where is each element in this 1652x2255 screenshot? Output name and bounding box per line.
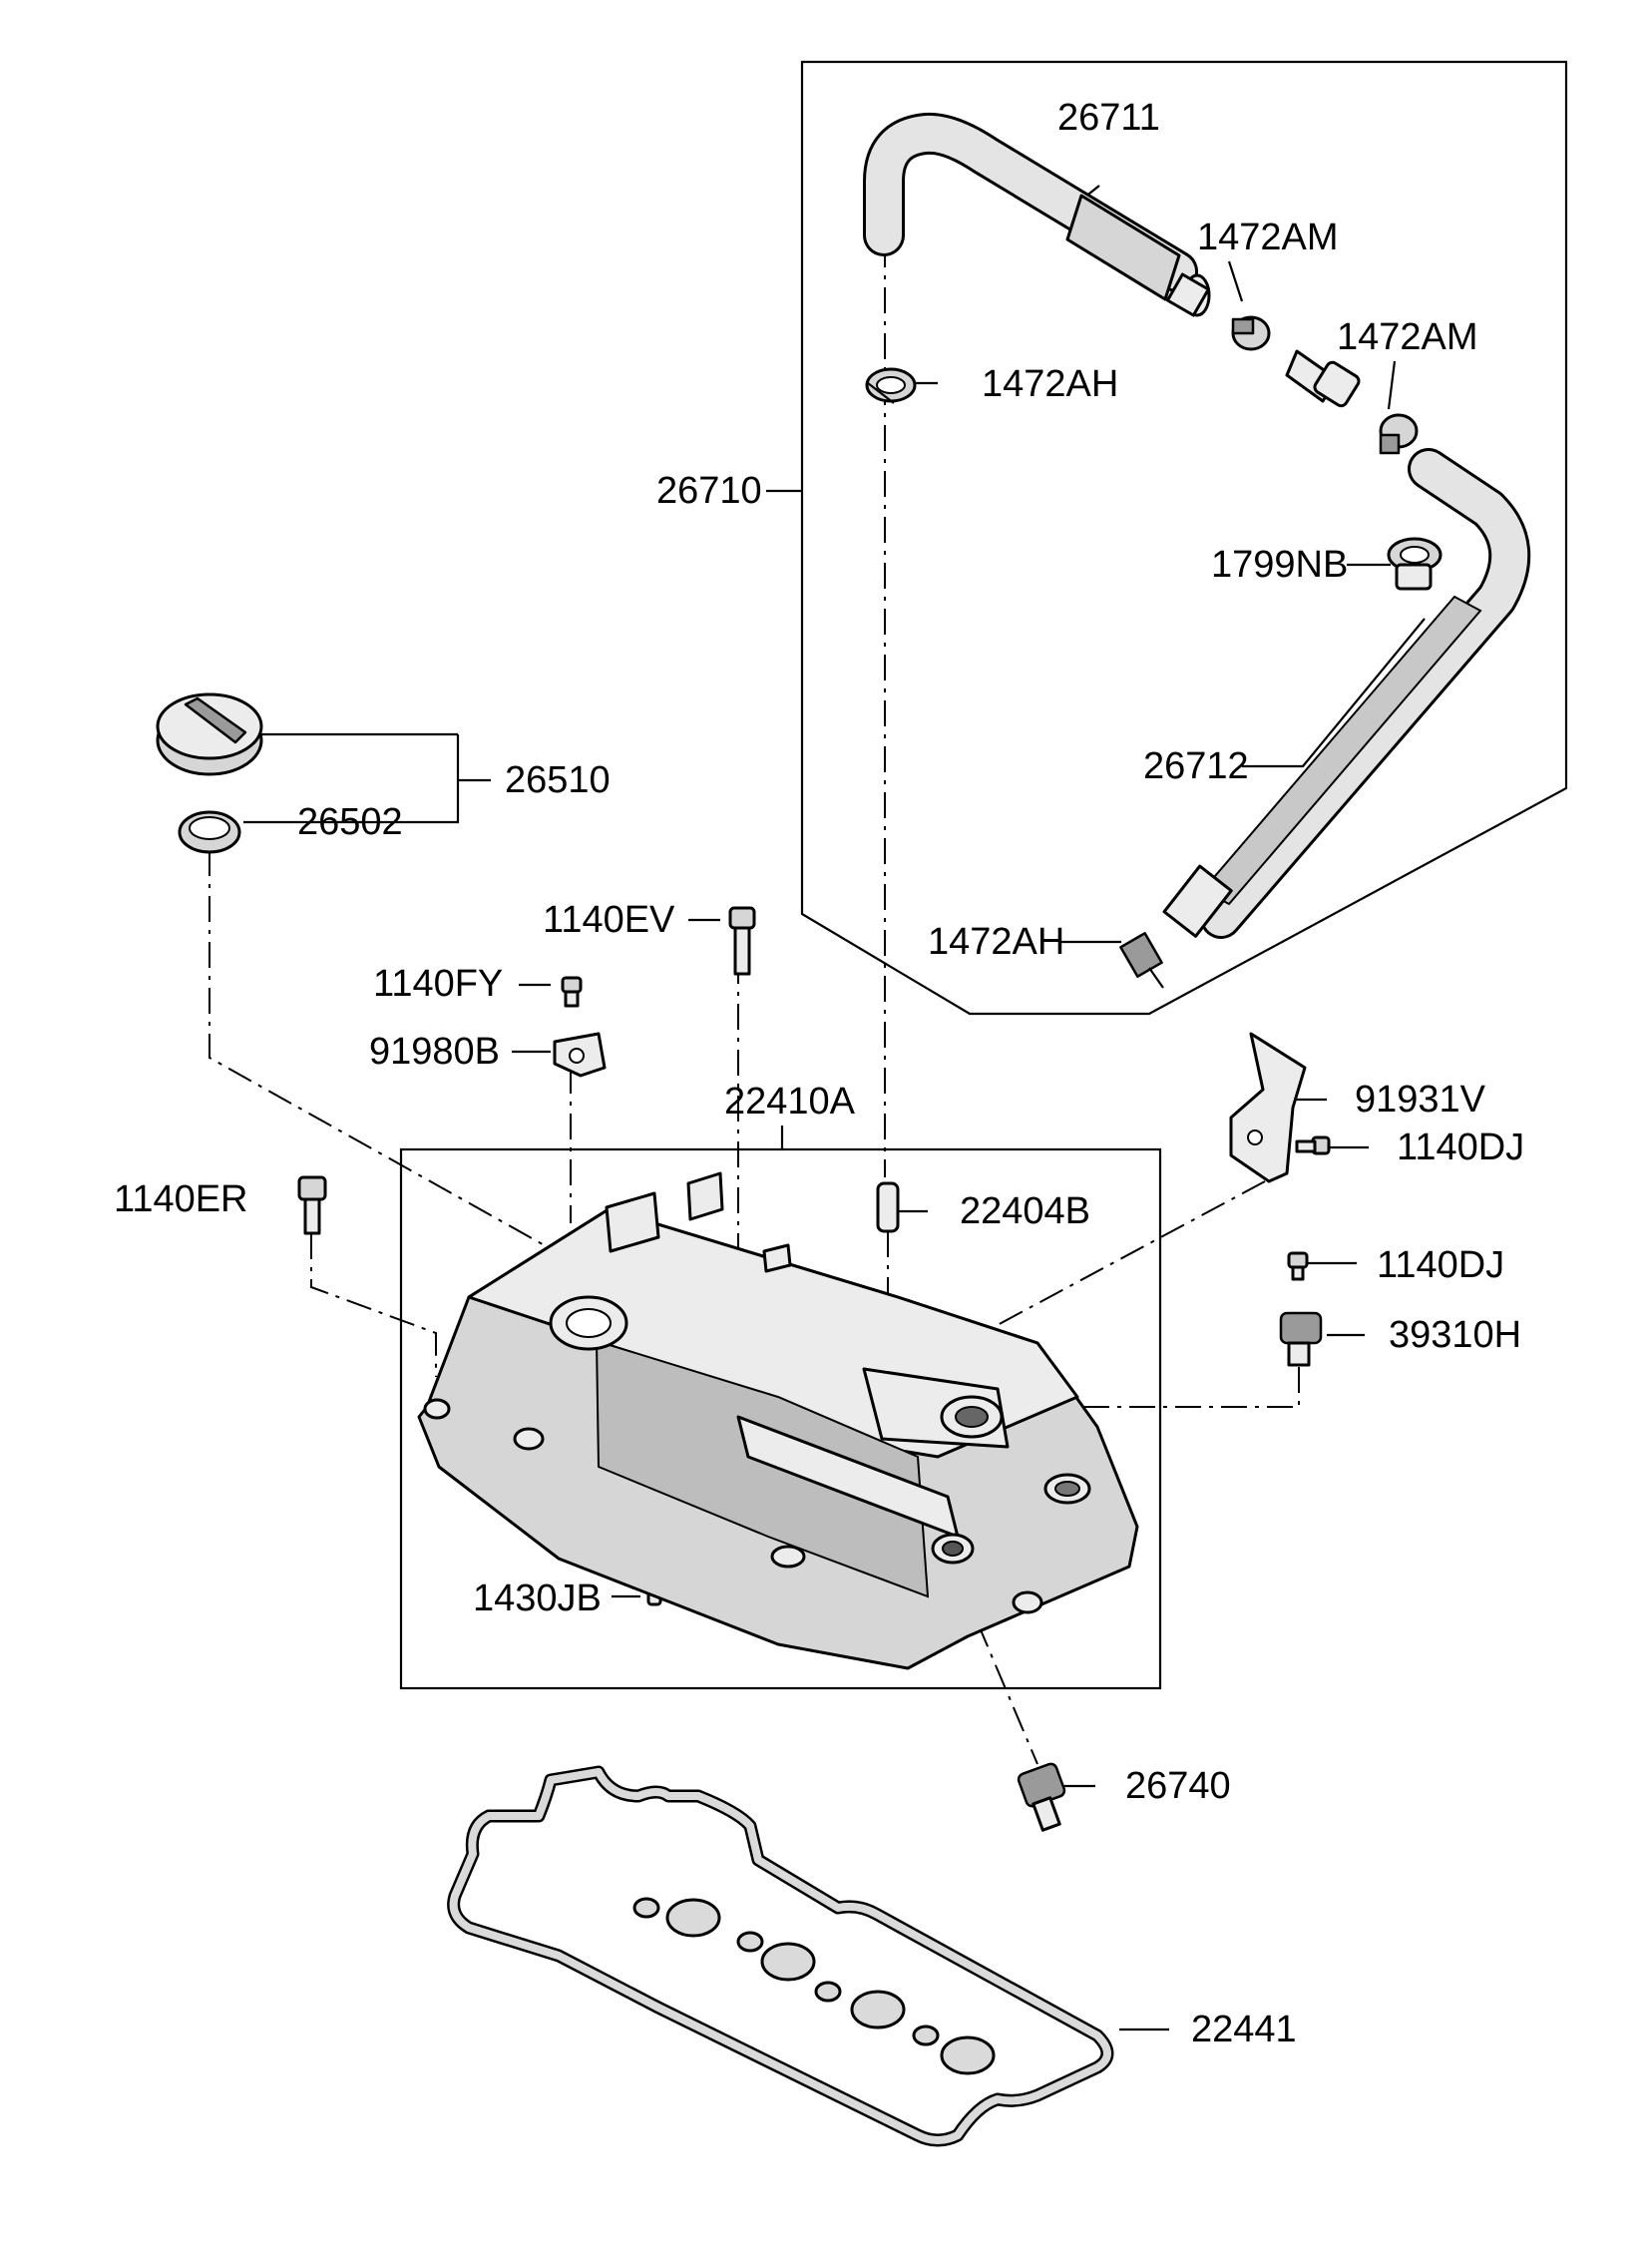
hose-clip-1799nb xyxy=(1387,537,1443,591)
bolt-1140ev xyxy=(728,906,756,976)
callout-26711: 26711 xyxy=(1057,97,1160,139)
callout-1140ev: 1140EV xyxy=(543,899,675,941)
callout-22441: 22441 xyxy=(1191,2009,1297,2050)
callout-91931v: 91931V xyxy=(1355,1079,1486,1121)
callout-1799nb: 1799NB xyxy=(1211,544,1348,586)
callout-26510: 26510 xyxy=(505,759,611,801)
callout-26712: 26712 xyxy=(1143,745,1249,787)
rocker-cover-group-frame xyxy=(399,1147,1162,1690)
callout-1472ah-lower: 1472AH xyxy=(928,921,1064,963)
callout-39310h: 39310H xyxy=(1389,1314,1521,1356)
callout-22404b: 22404B xyxy=(960,1190,1090,1232)
rocker-cover-gasket-22441 xyxy=(447,1765,1114,2147)
bracket-91931v xyxy=(1229,1032,1307,1183)
callout-26502: 26502 xyxy=(297,801,403,843)
pcv-valve-26740 xyxy=(1017,1762,1066,1832)
dowel-22404b xyxy=(876,1181,900,1233)
hose-clamp-1472am-lower xyxy=(1379,413,1419,455)
sensor-39310h xyxy=(1279,1311,1323,1367)
hose-clamp-1472ah-upper xyxy=(865,367,917,404)
callout-1140dj-upper: 1140DJ xyxy=(1397,1127,1524,1168)
breather-hose-26712 xyxy=(1162,448,1531,939)
oil-filler-cap-seal-26502 xyxy=(178,810,241,854)
callout-1140dj-lower: 1140DJ xyxy=(1377,1244,1504,1286)
callout-1472am-upper: 1472AM xyxy=(1197,217,1339,258)
bracket-91980b xyxy=(553,1032,607,1078)
rocker-cover-22410a xyxy=(417,1171,1139,1670)
callout-1140fy: 1140FY xyxy=(373,963,503,1005)
callout-1140er: 1140ER xyxy=(114,1178,248,1220)
callout-91980b: 91980B xyxy=(369,1031,500,1073)
callout-26710: 26710 xyxy=(656,470,762,512)
connector-tube xyxy=(1285,349,1361,408)
bolt-1140er xyxy=(297,1175,327,1235)
callout-22410a: 22410A xyxy=(724,1081,856,1123)
hose-clamp-1472ah-lower xyxy=(1119,932,1164,989)
breather-hose-group-frame xyxy=(800,60,1568,1016)
hose-clamp-1472am-upper xyxy=(1231,315,1271,351)
callout-labels: 26711 1472AM 1472AM 1472AH 26710 1799NB … xyxy=(114,97,1524,2050)
oil-filler-cap-26510 xyxy=(156,692,263,776)
bolt-1140dj-lower xyxy=(1287,1251,1309,1281)
callout-1472am-lower: 1472AM xyxy=(1337,316,1478,358)
callout-1472ah-upper: 1472AH xyxy=(982,363,1118,405)
breather-hose-26711 xyxy=(863,112,1211,317)
bolt-1140dj-upper xyxy=(1295,1135,1331,1155)
callout-26740: 26740 xyxy=(1125,1765,1231,1807)
callout-1430jb: 1430JB xyxy=(473,1578,602,1619)
bolt-1140fy xyxy=(561,976,583,1008)
